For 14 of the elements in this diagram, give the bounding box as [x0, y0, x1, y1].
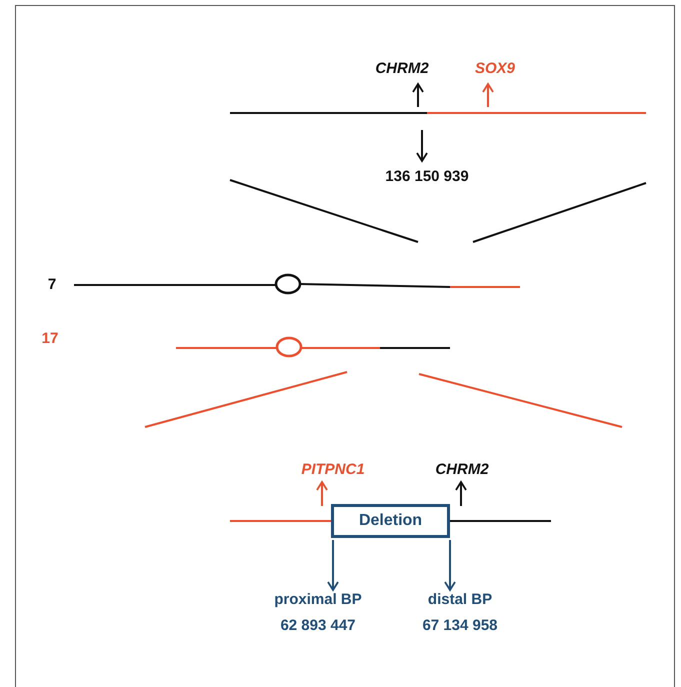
gene-label: SOX9 [474, 60, 516, 78]
gene-label: CHRM2 [375, 60, 429, 78]
deletion-box: Deletion [331, 504, 450, 538]
gene-label: PITPNC1 [301, 461, 365, 479]
arrow [327, 540, 339, 591]
position-label: 136 150 939 [385, 168, 469, 186]
position-label: 62 893 447 [280, 616, 356, 636]
position-label: 67 134 958 [422, 616, 498, 636]
breakpoint-label: proximal BP [274, 590, 362, 610]
breakpoint-label: distal BP [428, 590, 492, 610]
chromosome-number: 17 [42, 330, 58, 348]
gene-label: CHRM2 [435, 461, 489, 479]
arrow [444, 540, 456, 591]
chromosome-number: 7 [48, 276, 56, 294]
